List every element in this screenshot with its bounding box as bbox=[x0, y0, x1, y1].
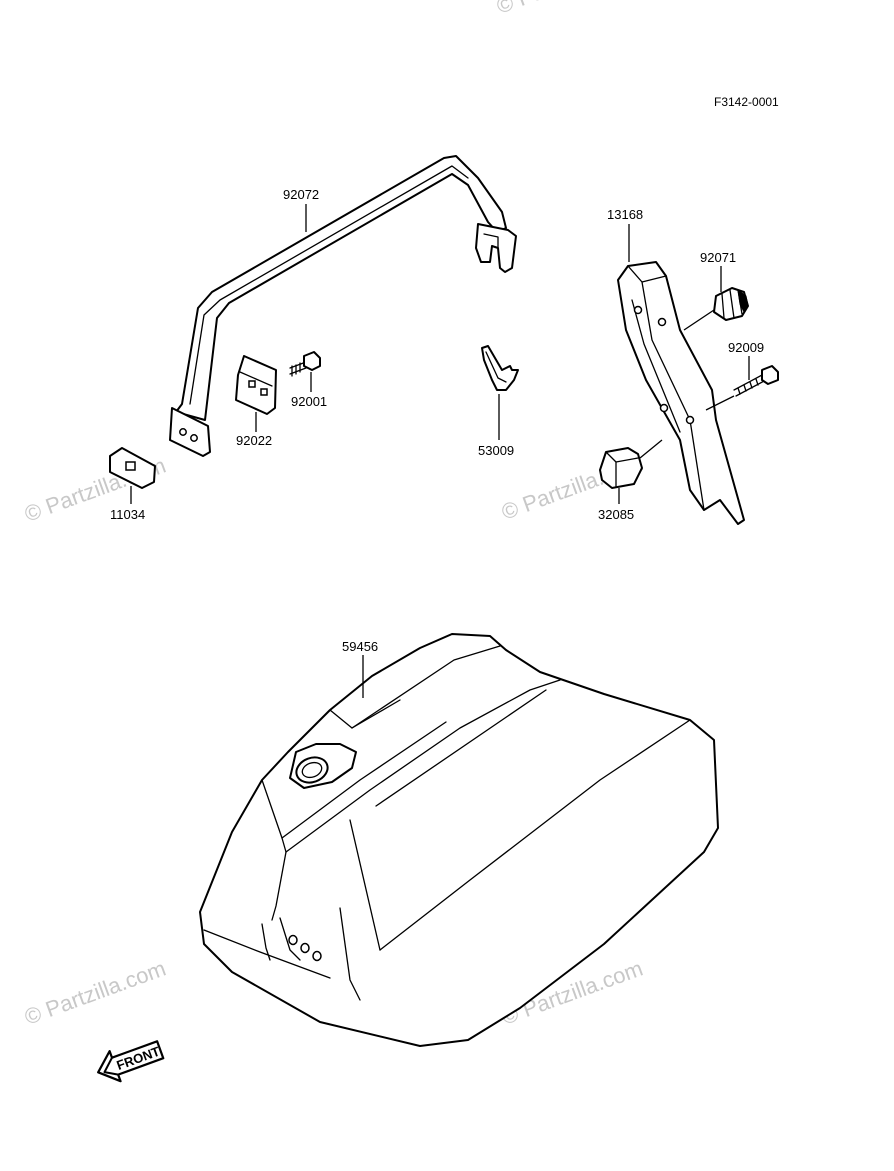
part-label-92009[interactable]: 92009 bbox=[728, 340, 764, 355]
watermark: © Partzilla.com bbox=[493, 0, 641, 19]
diagram-code: F3142-0001 bbox=[714, 95, 779, 109]
part-label-13168[interactable]: 13168 bbox=[607, 207, 643, 222]
leader-32085-to-bracket bbox=[639, 439, 663, 459]
watermark: © Partzilla.com bbox=[21, 956, 169, 1030]
part-label-11034[interactable]: 11034 bbox=[110, 507, 145, 522]
front-arrow: FRONT bbox=[97, 1040, 165, 1083]
part-92071-grommet[interactable] bbox=[713, 287, 749, 321]
part-92072-strap[interactable] bbox=[169, 155, 517, 457]
part-label-92022[interactable]: 92022 bbox=[236, 433, 272, 448]
part-label-92071[interactable]: 92071 bbox=[700, 250, 736, 265]
part-11034-plate[interactable] bbox=[109, 447, 156, 489]
part-92022-bracket[interactable] bbox=[235, 355, 277, 415]
part-label-59456[interactable]: 59456 bbox=[342, 639, 378, 654]
part-label-92001[interactable]: 92001 bbox=[291, 394, 327, 409]
part-label-92072[interactable]: 92072 bbox=[283, 187, 319, 202]
part-13168-bracket[interactable] bbox=[617, 261, 745, 525]
part-59456-cover[interactable] bbox=[199, 633, 719, 1047]
part-label-32085[interactable]: 32085 bbox=[598, 507, 634, 522]
leader-92009-to-bracket bbox=[705, 395, 735, 411]
part-92001-bolt[interactable] bbox=[289, 351, 321, 377]
leader-92071-to-bracket bbox=[683, 309, 715, 331]
part-label-53009[interactable]: 53009 bbox=[478, 443, 514, 458]
part-92009-bolt[interactable] bbox=[733, 365, 779, 397]
part-53009-clip[interactable] bbox=[481, 345, 519, 391]
part-32085-cushion[interactable] bbox=[599, 447, 643, 489]
